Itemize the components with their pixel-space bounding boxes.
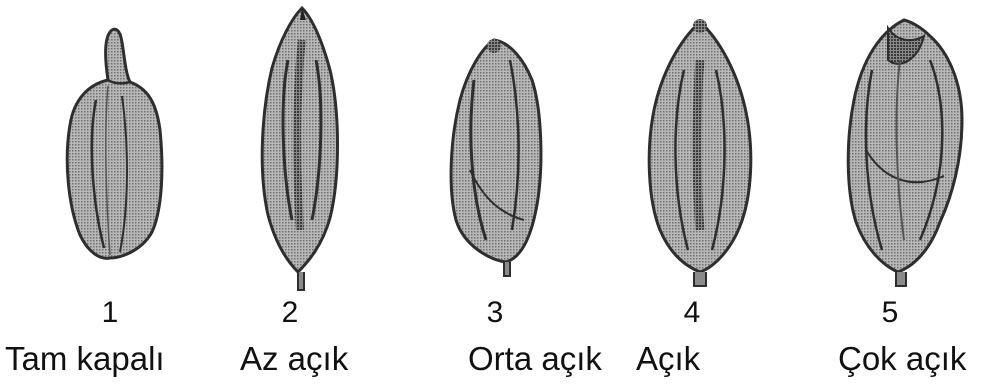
grain-5 <box>848 20 962 286</box>
stage-label-3: Orta açık <box>468 340 602 378</box>
stage-number-5: 5 <box>860 296 920 330</box>
stage-label-4: Açık <box>636 340 700 378</box>
grain-3 <box>451 39 541 276</box>
stage-number-1: 1 <box>80 296 140 330</box>
grain-2 <box>262 8 337 290</box>
grain-4 <box>649 19 751 286</box>
stage-number-3: 3 <box>465 296 525 330</box>
stage-number-4: 4 <box>662 296 722 330</box>
grain-1 <box>67 29 162 258</box>
stage-label-5: Çok açık <box>838 340 966 378</box>
stage-label-2: Az açık <box>240 340 348 378</box>
stage-number-2: 2 <box>260 296 320 330</box>
stage-label-1: Tam kapalı <box>5 340 165 378</box>
